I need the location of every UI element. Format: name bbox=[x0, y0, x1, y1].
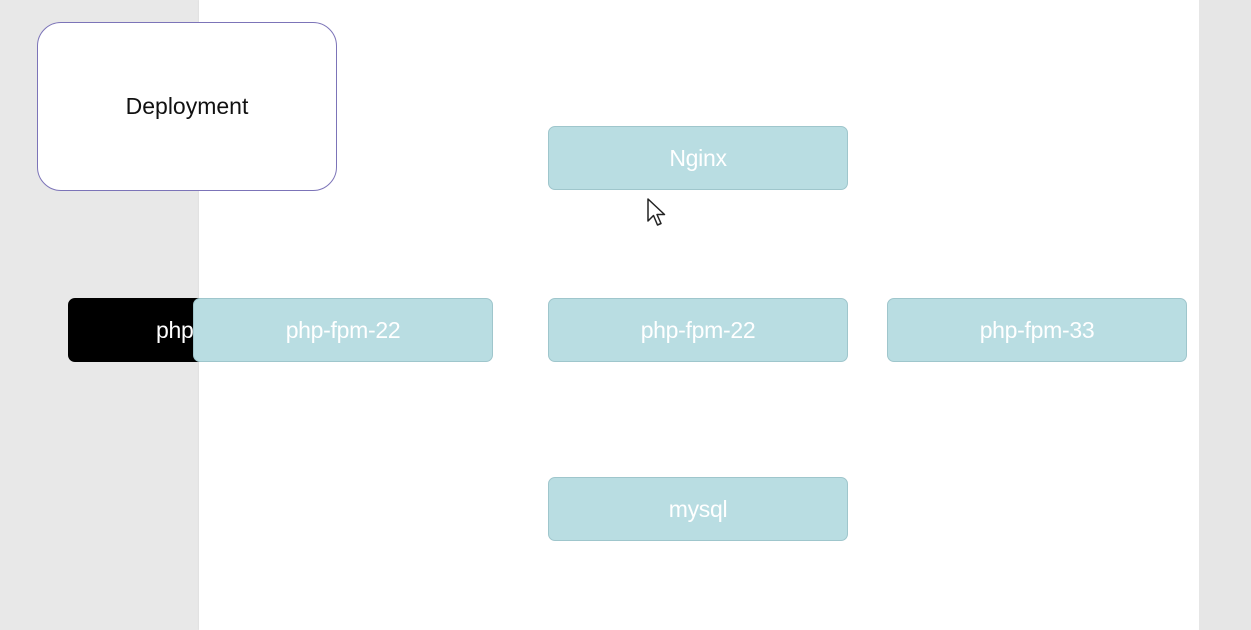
node-php-fpm-center[interactable]: php-fpm-22 bbox=[548, 298, 848, 362]
node-nginx[interactable]: Nginx bbox=[548, 126, 848, 190]
mouse-pointer-icon bbox=[647, 198, 666, 226]
node-php-fpm-right[interactable]: php-fpm-33 bbox=[887, 298, 1187, 362]
node-label: php-fpm-22 bbox=[640, 316, 756, 343]
right-gutter bbox=[1199, 0, 1251, 630]
deployment-group[interactable]: Deployment bbox=[37, 22, 337, 191]
node-mysql[interactable]: mysql bbox=[548, 477, 848, 541]
node-label: mysql bbox=[668, 495, 728, 522]
deployment-group-label: Deployment bbox=[125, 93, 249, 119]
node-label: php-fpm-33 bbox=[979, 316, 1095, 343]
node-php-fpm-left[interactable]: php-fpm-22 bbox=[193, 298, 493, 362]
dragging-node-label: php bbox=[156, 316, 194, 343]
node-label: php-fpm-22 bbox=[285, 316, 401, 343]
node-label: Nginx bbox=[669, 144, 727, 171]
